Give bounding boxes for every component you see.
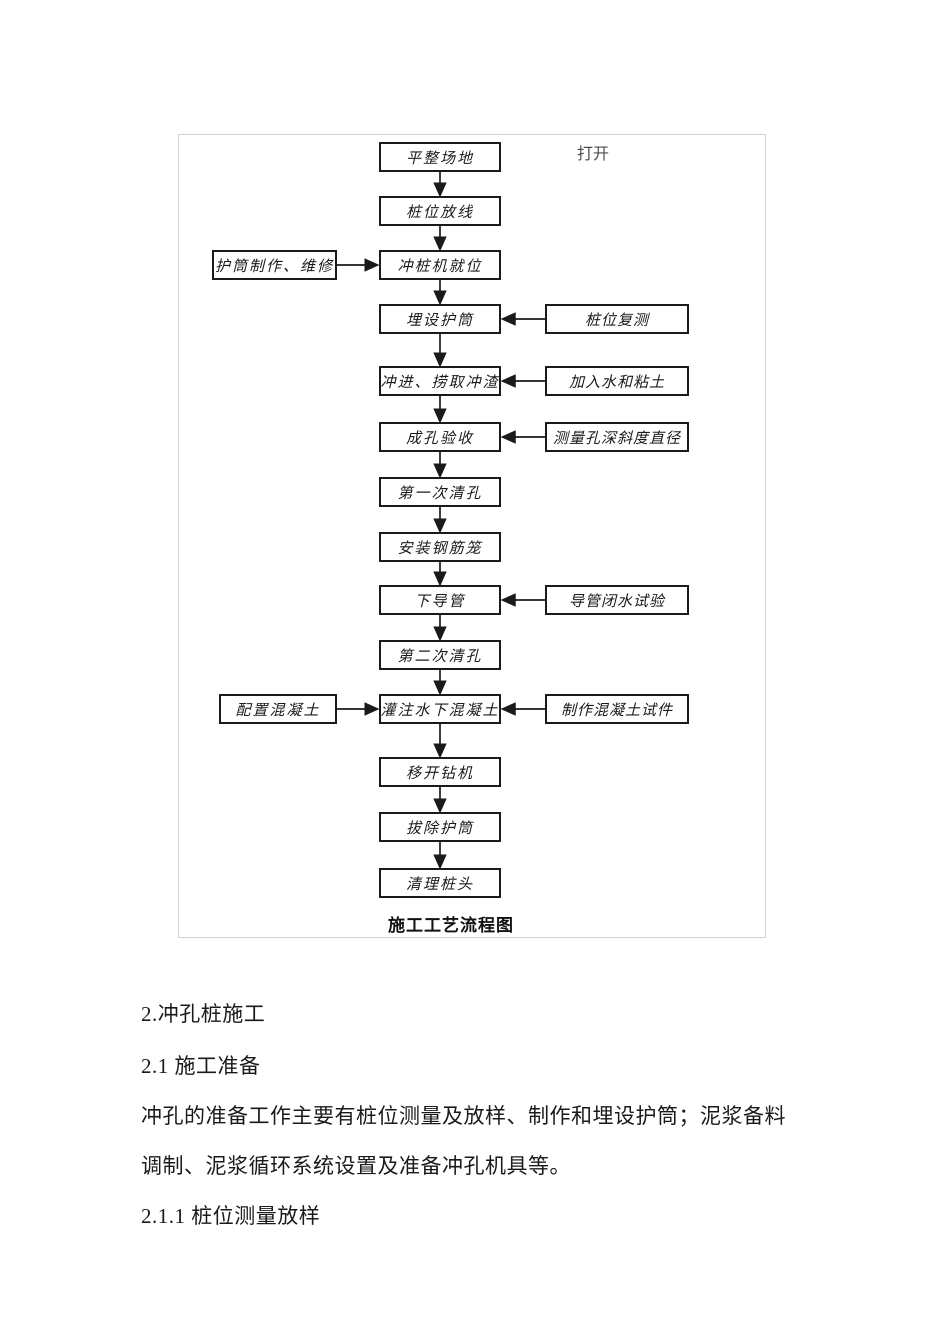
flow-step-box: 移开钻机 xyxy=(379,757,501,787)
side-input-box: 制作混凝土试件 xyxy=(545,694,689,724)
open-overlay-button[interactable]: 打开 xyxy=(577,146,610,163)
side-input-box: 导管闭水试验 xyxy=(545,585,689,615)
flow-step-box: 下导管 xyxy=(379,585,501,615)
side-input-box: 测量孔深斜度直径 xyxy=(545,422,689,452)
flow-step-box: 冲进、捞取冲渣 xyxy=(379,366,501,396)
side-input-box: 配置混凝土 xyxy=(219,694,337,724)
flowchart-figure: 打开 xyxy=(178,134,766,938)
flow-step-box: 埋设护筒 xyxy=(379,304,501,334)
side-input-box: 护筒制作、维修 xyxy=(212,250,337,280)
side-input-arrows xyxy=(337,258,545,716)
paragraph-line: 冲孔的准备工作主要有桩位测量及放样、制作和埋设护筒；泥浆备料 xyxy=(141,1104,786,1128)
subsection-heading: 2.1 施工准备 xyxy=(141,1054,261,1078)
figure-caption: 施工工艺流程图 xyxy=(388,916,514,935)
subsection-heading: 2.1.1 桩位测量放样 xyxy=(141,1204,321,1228)
flow-step-box: 拔除护筒 xyxy=(379,812,501,842)
flow-step-box: 第一次清孔 xyxy=(379,477,501,507)
flow-step-box: 安装钢筋笼 xyxy=(379,532,501,562)
flow-step-box: 成孔验收 xyxy=(379,422,501,452)
flow-step-box: 桩位放线 xyxy=(379,196,501,226)
side-input-box: 加入水和粘土 xyxy=(545,366,689,396)
paragraph-line: 调制、泥浆循环系统设置及准备冲孔机具等。 xyxy=(141,1154,571,1178)
side-input-box: 桩位复测 xyxy=(545,304,689,334)
flow-step-box: 冲桩机就位 xyxy=(379,250,501,280)
flow-step-box: 平整场地 xyxy=(379,142,501,172)
flow-step-box: 第二次清孔 xyxy=(379,640,501,670)
flow-step-box: 灌注水下混凝土 xyxy=(379,694,501,724)
flow-connectors xyxy=(337,172,545,870)
flow-step-box: 清理桩头 xyxy=(379,868,501,898)
section-heading: 2.冲孔桩施工 xyxy=(141,1002,266,1026)
